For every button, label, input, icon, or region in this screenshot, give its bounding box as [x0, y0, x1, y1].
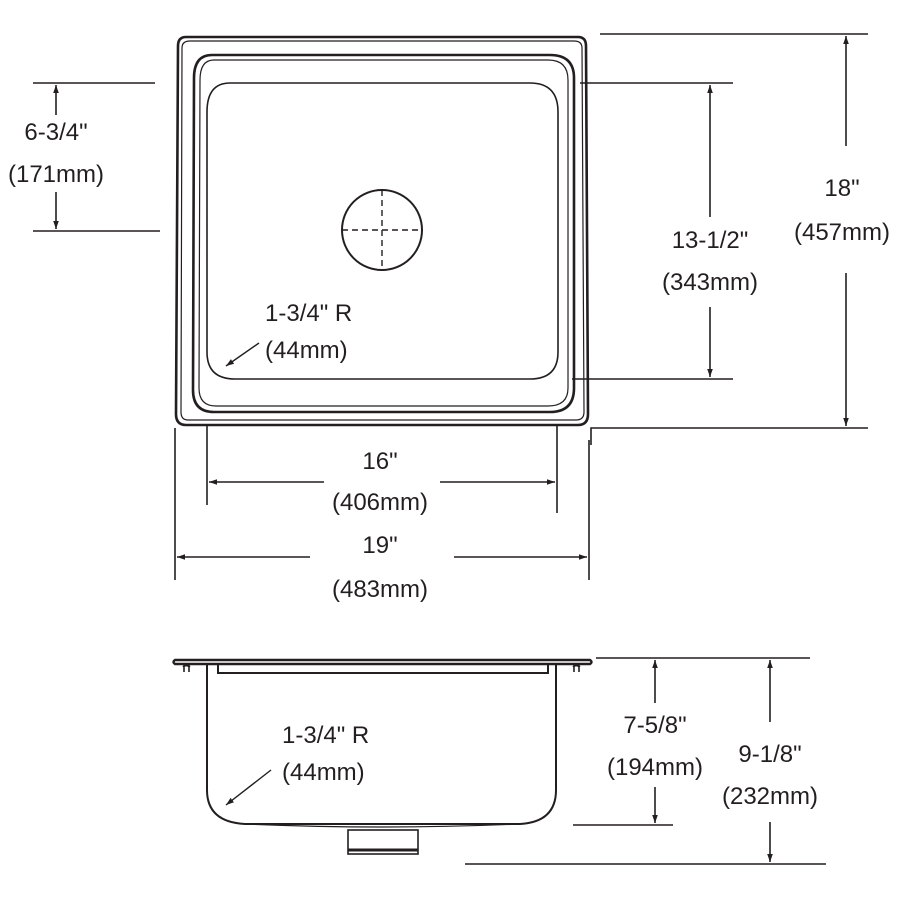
- top-radius-leader: [225, 342, 260, 367]
- top-radius-mm: (44mm): [265, 337, 348, 364]
- bowl-width-inches: 16": [362, 448, 397, 475]
- dim-overall-length-lines: [590, 33, 868, 445]
- side-view-sink-outline: [172, 658, 593, 855]
- overall-length-inches: 18": [824, 175, 859, 202]
- drain-offset-inches: 6-3/4": [24, 119, 87, 146]
- bowl-length-inches: 13-1/2": [672, 227, 749, 254]
- side-radius-inches: 1-3/4" R: [282, 722, 369, 749]
- drain-offset-mm: (171mm): [8, 161, 104, 188]
- overall-depth-inches: 9-1/8": [738, 741, 801, 768]
- top-radius-inches: 1-3/4" R: [265, 300, 352, 327]
- bowl-depth-mm: (194mm): [607, 754, 703, 781]
- drain-icon: [341, 189, 423, 271]
- overall-width-mm: (483mm): [332, 576, 428, 603]
- bowl-length-mm: (343mm): [662, 269, 758, 296]
- bowl-depth-inches: 7-5/8": [623, 712, 686, 739]
- dim-overall-width-lines: [174, 428, 590, 580]
- side-radius-leader: [225, 769, 272, 806]
- side-radius-mm: (44mm): [282, 759, 365, 786]
- dim-overall-depth-lines: [465, 660, 826, 865]
- dim-drain-offset-lines: [33, 82, 160, 232]
- overall-width-inches: 19": [362, 532, 397, 559]
- bowl-width-mm: (406mm): [332, 489, 428, 516]
- overall-depth-mm: (232mm): [722, 783, 818, 810]
- dim-bowl-depth-lines: [573, 657, 810, 826]
- top-view-sink-outline: [174, 35, 590, 427]
- dim-bowl-length-lines: [572, 82, 733, 380]
- dim-bowl-width-lines: [206, 425, 558, 513]
- overall-length-mm: (457mm): [794, 219, 890, 246]
